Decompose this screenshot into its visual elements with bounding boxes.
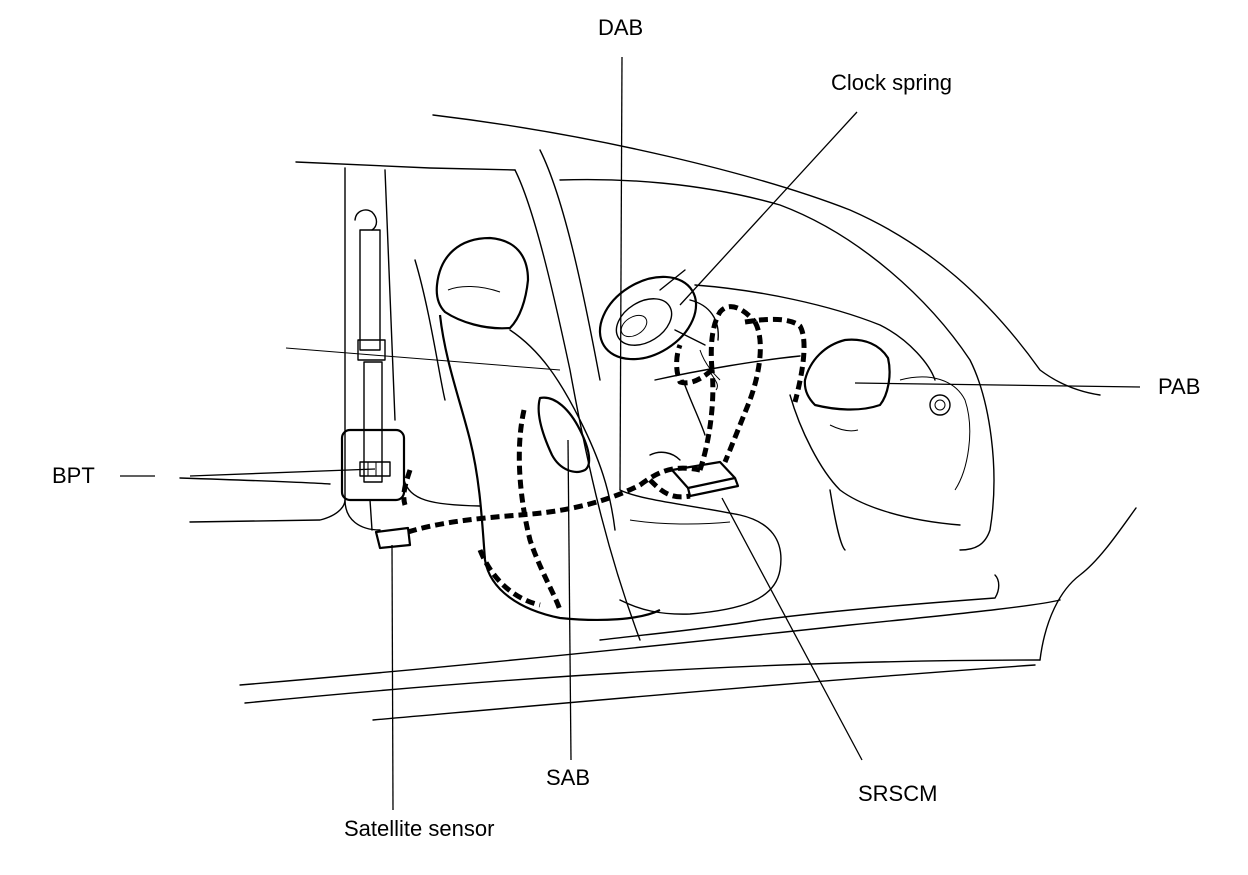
label-dab: DAB [598,15,644,40]
satellite-sensor [374,526,412,550]
leader-srscm [721,497,863,761]
label-pab: PAB [1158,374,1201,399]
label-clock-spring: Clock spring [831,70,953,95]
label-sab: SAB [546,765,591,790]
steering-wheel [598,269,719,436]
label-satellite-sensor: Satellite sensor [344,816,495,841]
label-srscm: SRSCM [858,781,938,806]
leader-lines [120,56,1141,811]
leader-bpt [189,468,376,477]
label-bpt: BPT [52,463,95,488]
leader-satellite-sensor [391,544,394,811]
leader-pab [854,382,1141,388]
wiring-harness [401,304,807,611]
pab-module [803,338,891,411]
leader-dab [619,56,623,491]
seat-belt-pretensioner [340,209,406,531]
dashboard [654,284,961,551]
car-body-outline [179,114,1137,721]
leader-clock-spring [679,111,858,306]
leader-sab [567,439,572,761]
